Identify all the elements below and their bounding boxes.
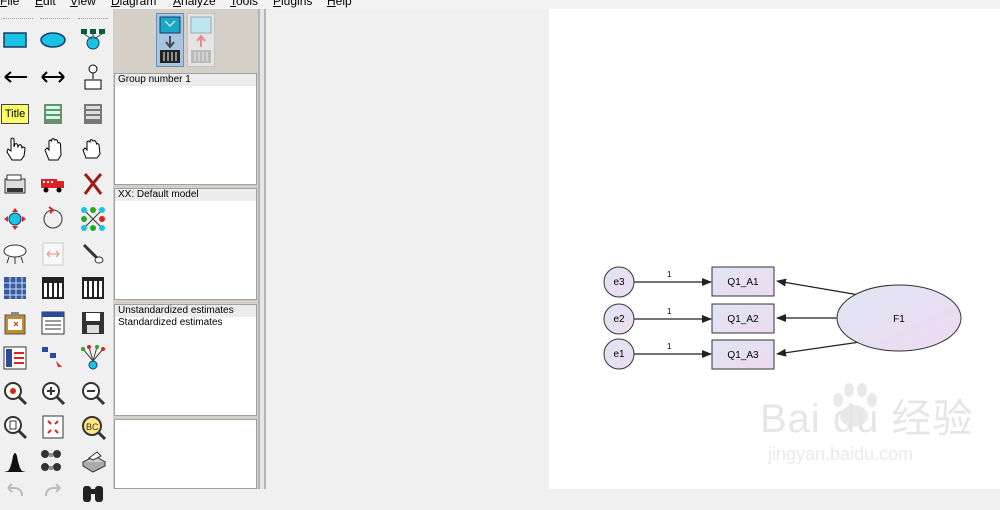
model-item[interactable]: XX: Default model bbox=[115, 189, 256, 201]
fit-to-page-icon[interactable] bbox=[38, 412, 68, 442]
reflect-icon[interactable] bbox=[78, 204, 108, 234]
error-label-e2: e2 bbox=[613, 314, 625, 325]
path-label-e1: 1 bbox=[667, 342, 672, 351]
paw-logo-icon bbox=[833, 383, 877, 427]
watermark: Bai du 经验 jingyan.baidu.com bbox=[740, 380, 980, 470]
menu-tools[interactable]: Tools bbox=[230, 0, 259, 8]
toolbar-grip bbox=[40, 18, 70, 22]
view-input-path-diagram-button[interactable] bbox=[156, 13, 184, 67]
menu-help[interactable]: Help bbox=[327, 0, 352, 8]
bayesian-icon[interactable] bbox=[0, 446, 30, 476]
menu-plugins[interactable]: Plugins bbox=[273, 0, 313, 8]
object-properties-icon[interactable] bbox=[0, 343, 30, 373]
zoom-page-view-icon[interactable] bbox=[0, 412, 30, 442]
erase-icon[interactable] bbox=[78, 169, 108, 199]
unstandardized-estimates-item[interactable]: Unstandardized estimates bbox=[115, 305, 256, 317]
duplicate-icon[interactable] bbox=[0, 169, 30, 199]
zoom-out-icon[interactable] bbox=[78, 378, 108, 408]
error-node-e2[interactable] bbox=[603, 303, 635, 335]
latent-node-f1[interactable] bbox=[836, 284, 962, 352]
analysis-properties-icon[interactable] bbox=[38, 273, 68, 303]
menu-bar: File Edit View Diagram Analyze Tools Plu… bbox=[0, 0, 1000, 9]
print-icon[interactable] bbox=[78, 446, 108, 476]
title-icon[interactable]: Title bbox=[0, 99, 30, 129]
latent-label-f1: F1 bbox=[893, 314, 905, 325]
output-diagram-icon bbox=[190, 16, 212, 63]
zoom-page-icon[interactable] bbox=[38, 239, 68, 269]
toolbar-grip bbox=[3, 18, 33, 22]
zoom-in-icon[interactable] bbox=[0, 378, 30, 408]
watermark-main-text: Bai du 经验 bbox=[760, 397, 974, 441]
input-diagram-icon bbox=[159, 16, 181, 63]
data-files-icon[interactable] bbox=[0, 273, 30, 303]
observed-node-q1a1[interactable] bbox=[711, 266, 775, 297]
drawing-area-background bbox=[266, 9, 549, 489]
files-panel bbox=[114, 419, 257, 489]
menu-view[interactable]: View bbox=[70, 0, 96, 8]
menu-analyze[interactable]: Analyze bbox=[173, 0, 216, 8]
observed-label-q1a2: Q1_A2 bbox=[727, 314, 759, 325]
observed-node-q1a3[interactable] bbox=[711, 339, 775, 370]
list-variables-icon[interactable] bbox=[38, 99, 68, 129]
group-item[interactable]: Group number 1 bbox=[115, 74, 256, 86]
indicator-icon[interactable] bbox=[78, 25, 108, 55]
rotate-icon[interactable] bbox=[38, 204, 68, 234]
standardized-estimates-item[interactable]: Standardized estimates bbox=[118, 317, 223, 328]
view-text-icon[interactable] bbox=[38, 308, 68, 338]
copy-to-clipboard-icon[interactable] bbox=[0, 308, 30, 338]
zoom-in-plus-icon[interactable] bbox=[38, 378, 68, 408]
drawing-page[interactable] bbox=[549, 9, 1000, 489]
error-label-e3: e3 bbox=[613, 277, 625, 288]
error-node-e1[interactable] bbox=[603, 338, 635, 370]
observed-label-q1a1: Q1_A1 bbox=[727, 277, 759, 288]
path-f1-q1a3[interactable] bbox=[776, 341, 861, 357]
touch-up-icon[interactable] bbox=[78, 343, 108, 373]
calculate-estimates-icon[interactable] bbox=[78, 273, 108, 303]
menu-edit[interactable]: Edit bbox=[35, 0, 56, 8]
watermark-url-text: jingyan.baidu.com bbox=[768, 444, 914, 464]
multiple-group-icon[interactable] bbox=[38, 446, 68, 476]
path-f1-q1a1[interactable] bbox=[776, 278, 866, 297]
unique-variable-icon[interactable] bbox=[78, 62, 108, 92]
double-arrow-icon[interactable] bbox=[38, 62, 68, 92]
single-arrow-icon[interactable] bbox=[0, 62, 30, 92]
path-diagram: 1 1 1 e3 e2 e1 Q1_A1 Q1_A2 Q1_A3 F1 bbox=[603, 266, 962, 370]
observed-label-q1a3: Q1_A3 bbox=[727, 350, 759, 361]
scroll-icon[interactable] bbox=[78, 239, 108, 269]
path-diagram-toolbar bbox=[113, 9, 258, 70]
svg-text:BC: BC bbox=[86, 422, 99, 432]
drag-properties-icon[interactable] bbox=[38, 343, 68, 373]
estimates-panel: Unstandardized estimates Standardized es… bbox=[114, 304, 257, 416]
menu-file[interactable]: File bbox=[0, 0, 20, 8]
path-label-e2: 1 bbox=[667, 307, 672, 316]
list-data-variables-icon[interactable] bbox=[78, 99, 108, 129]
select-one-icon[interactable] bbox=[0, 134, 30, 164]
error-label-e1: e1 bbox=[613, 349, 625, 360]
error-node-e3[interactable] bbox=[603, 266, 635, 298]
path-label-e3: 1 bbox=[667, 270, 672, 279]
loupe-icon[interactable]: BC bbox=[78, 412, 108, 442]
models-panel: XX: Default model bbox=[114, 188, 257, 300]
navigation-panels: Group number 1 XX: Default model Unstand… bbox=[113, 9, 258, 489]
ellipse-icon[interactable] bbox=[38, 25, 68, 55]
move-parameters-icon[interactable] bbox=[0, 204, 30, 234]
move-icon[interactable] bbox=[38, 169, 68, 199]
menu-diagram[interactable]: Diagram bbox=[111, 0, 157, 8]
panel-splitter[interactable] bbox=[258, 9, 266, 489]
save-icon[interactable] bbox=[78, 308, 108, 338]
toolbox: Title bbox=[0, 9, 113, 502]
preserve-symmetries-icon[interactable] bbox=[0, 239, 30, 269]
select-all-icon[interactable] bbox=[38, 134, 68, 164]
deselect-all-icon[interactable] bbox=[78, 134, 108, 164]
title-label: Title bbox=[1, 104, 29, 124]
toolbar-grip bbox=[78, 18, 108, 22]
view-output-path-diagram-button[interactable] bbox=[187, 13, 215, 67]
observed-node-q1a2[interactable] bbox=[711, 303, 775, 334]
groups-panel: Group number 1 bbox=[114, 73, 257, 185]
rectangle-icon[interactable] bbox=[0, 25, 30, 55]
